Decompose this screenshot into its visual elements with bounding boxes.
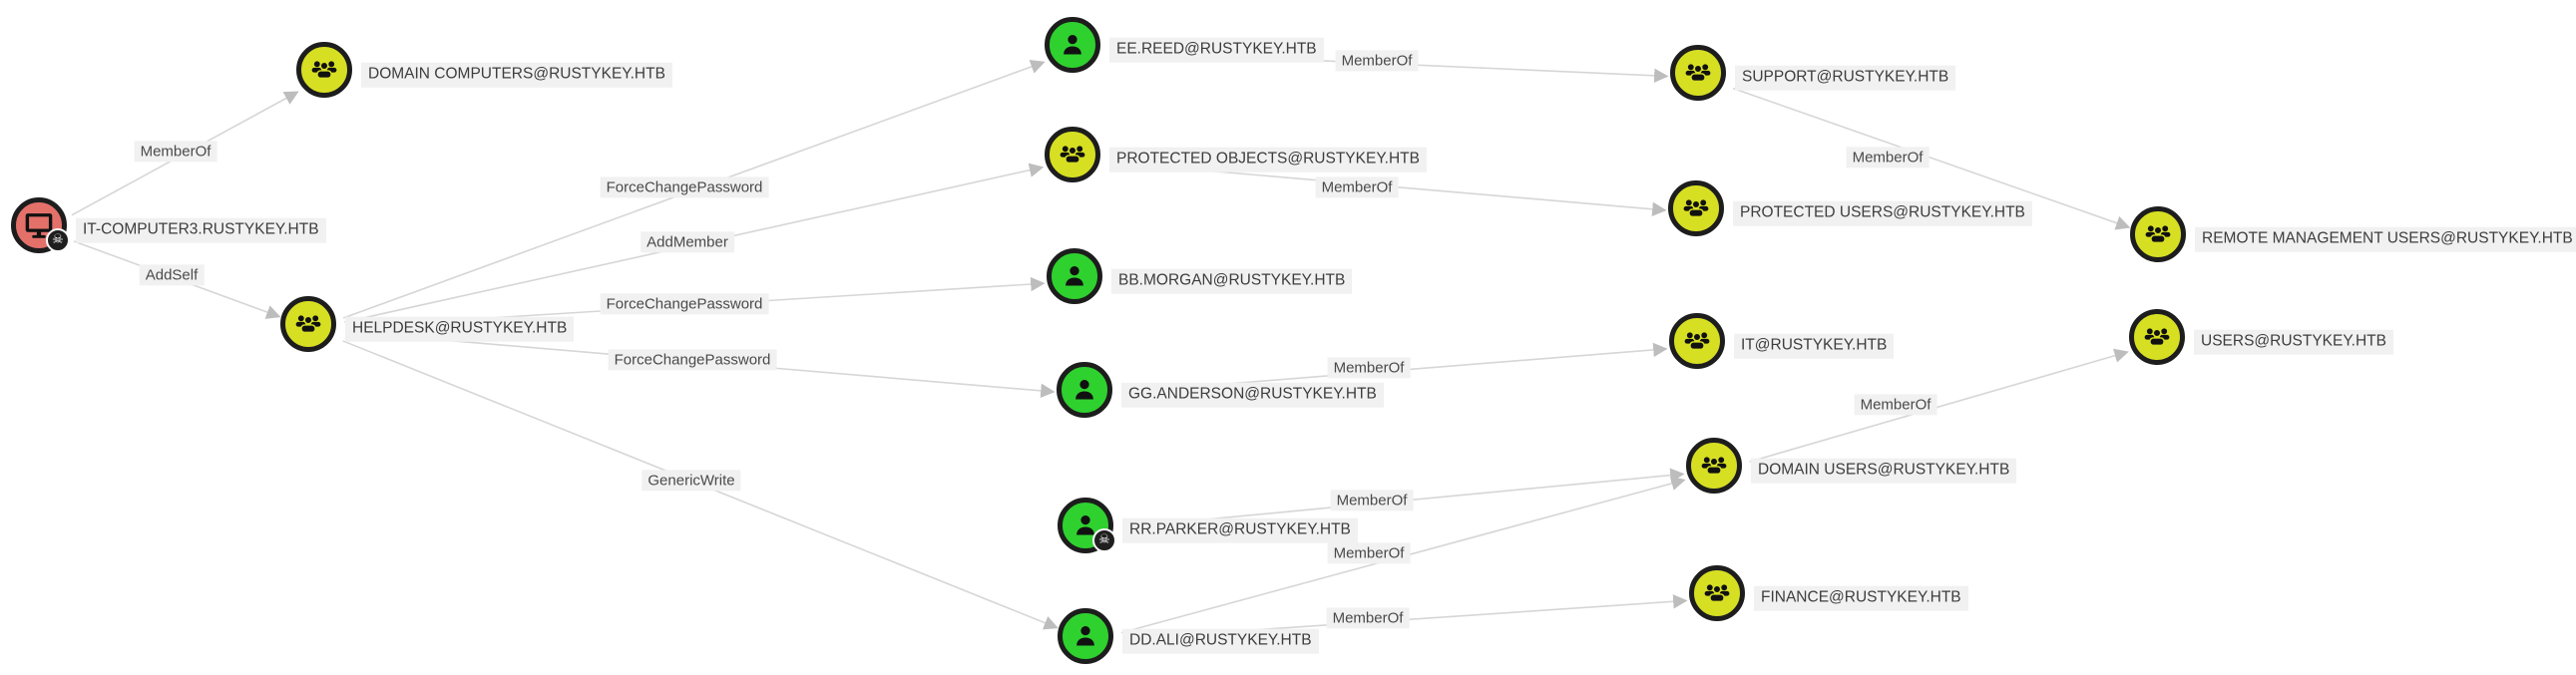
node-label-gg-anderson[interactable]: GG.ANDERSON@RUSTYKEY.HTB: [1121, 382, 1384, 408]
edge-support-remote-management-users[interactable]: [1732, 87, 2131, 230]
group-icon: [1701, 457, 1727, 476]
user-icon: [1076, 515, 1094, 535]
group-icon: [1684, 332, 1710, 351]
node-label-rr-parker[interactable]: RR.PARKER@RUSTYKEY.HTB: [1122, 517, 1358, 543]
edge-label-helpdesk-ee-reed[interactable]: ForceChangePassword: [600, 176, 769, 198]
node-label-protected-objects[interactable]: PROTECTED OBJECTS@RUSTYKEY.HTB: [1109, 147, 1427, 172]
edge-domain-users-users[interactable]: [1749, 348, 2129, 463]
user-icon: [1066, 266, 1083, 286]
edge-label-rr-parker-domain-users[interactable]: MemberOf: [1330, 490, 1414, 511]
edge-label-ee-reed-support[interactable]: MemberOf: [1335, 50, 1419, 72]
graph-node-gg-anderson[interactable]: [1057, 362, 1112, 418]
group-icon: [1683, 199, 1709, 218]
node-label-protected-users[interactable]: PROTECTED USERS@RUSTYKEY.HTB: [1733, 200, 2032, 226]
graph-node-support[interactable]: [1670, 45, 1726, 101]
node-label-it[interactable]: IT@RUSTYKEY.HTB: [1734, 333, 1895, 359]
graph-node-it-computer3[interactable]: ☠: [11, 197, 70, 253]
edge-label-helpdesk-protected-objects[interactable]: AddMember: [641, 231, 734, 253]
edge-label-it-computer3-domain-computers[interactable]: MemberOf: [134, 141, 217, 163]
node-label-helpdesk[interactable]: HELPDESK@RUSTYKEY.HTB: [345, 316, 575, 342]
group-icon: [2144, 328, 2170, 347]
node-label-remote-management-users[interactable]: REMOTE MANAGEMENT USERS@RUSTYKEY.HTB: [2195, 226, 2576, 252]
node-label-domain-computers[interactable]: DOMAIN COMPUTERS@RUSTYKEY.HTB: [361, 62, 672, 88]
graph-node-domain-computers[interactable]: [296, 42, 352, 98]
graph-node-helpdesk[interactable]: [280, 296, 336, 352]
graph-node-protected-objects[interactable]: [1045, 127, 1100, 182]
node-label-bb-morgan[interactable]: BB.MORGAN@RUSTYKEY.HTB: [1111, 268, 1353, 294]
edge-label-helpdesk-dd-ali[interactable]: GenericWrite: [642, 470, 741, 492]
graph-node-domain-users[interactable]: [1686, 438, 1742, 494]
group-icon: [1704, 584, 1730, 603]
owned-skull-icon: ☠: [46, 228, 70, 252]
node-label-dd-ali[interactable]: DD.ALI@RUSTYKEY.HTB: [1122, 628, 1319, 654]
graph-node-users[interactable]: [2129, 309, 2185, 365]
node-label-domain-users[interactable]: DOMAIN USERS@RUSTYKEY.HTB: [1751, 458, 2017, 484]
group-icon: [2145, 225, 2171, 244]
edge-label-helpdesk-bb-morgan[interactable]: ForceChangePassword: [600, 293, 769, 315]
graph-node-remote-management-users[interactable]: [2130, 206, 2186, 262]
edge-label-it-computer3-helpdesk[interactable]: AddSelf: [139, 264, 205, 286]
edge-label-protected-objects-protected-users[interactable]: MemberOf: [1315, 176, 1399, 198]
node-label-support[interactable]: SUPPORT@RUSTYKEY.HTB: [1735, 65, 1956, 91]
edge-label-helpdesk-gg-anderson[interactable]: ForceChangePassword: [608, 349, 777, 371]
user-icon: [1076, 626, 1094, 646]
edge-label-domain-users-users[interactable]: MemberOf: [1854, 394, 1937, 416]
group-icon: [311, 61, 337, 80]
group-icon: [295, 315, 321, 334]
group-icon: [1060, 146, 1085, 165]
owned-skull-icon: ☠: [1092, 528, 1116, 552]
edge-label-dd-ali-finance[interactable]: MemberOf: [1326, 607, 1410, 629]
user-icon: [1064, 35, 1081, 55]
graph-node-bb-morgan[interactable]: [1047, 248, 1102, 304]
graph-node-protected-users[interactable]: [1668, 180, 1724, 236]
edge-label-dd-ali-domain-users[interactable]: MemberOf: [1327, 542, 1411, 564]
graph-node-finance[interactable]: [1689, 565, 1745, 621]
node-label-it-computer3[interactable]: IT-COMPUTER3.RUSTYKEY.HTB: [76, 217, 326, 243]
node-label-finance[interactable]: FINANCE@RUSTYKEY.HTB: [1754, 585, 1968, 611]
computer-icon: [25, 213, 53, 238]
graph-node-ee-reed[interactable]: [1045, 17, 1100, 73]
group-icon: [1685, 64, 1711, 83]
graph-node-rr-parker[interactable]: ☠: [1058, 498, 1116, 553]
edge-label-gg-anderson-it[interactable]: MemberOf: [1327, 357, 1411, 379]
edge-label-support-remote-management-users[interactable]: MemberOf: [1846, 147, 1930, 169]
node-label-users[interactable]: USERS@RUSTYKEY.HTB: [2194, 329, 2393, 355]
graph-node-it[interactable]: [1669, 313, 1725, 369]
graph-node-dd-ali[interactable]: [1058, 608, 1113, 664]
node-label-ee-reed[interactable]: EE.REED@RUSTYKEY.HTB: [1109, 37, 1324, 63]
user-icon: [1075, 380, 1093, 400]
